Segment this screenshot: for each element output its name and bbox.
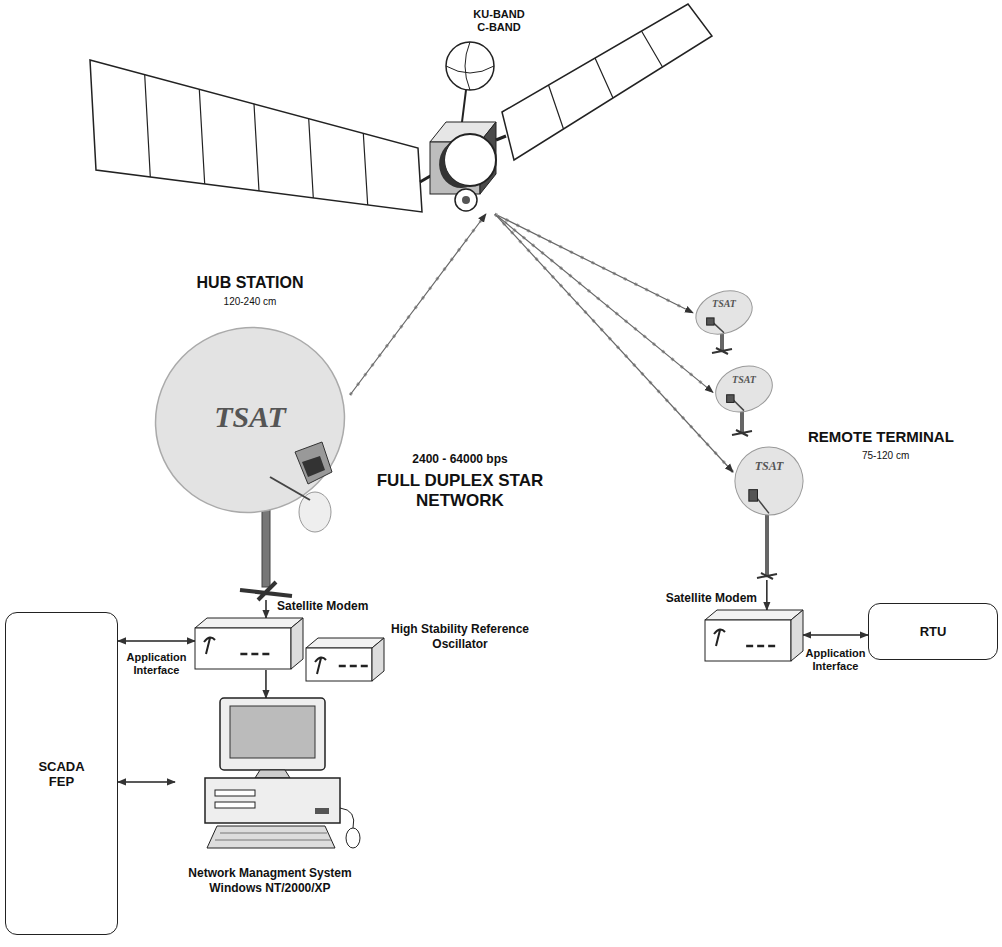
solar-panel-right: [502, 4, 712, 160]
dish-logo: TSAT: [733, 459, 805, 474]
network-title: FULL DUPLEX STAR NETWORK: [365, 471, 555, 511]
satellite-modem-shape: [195, 618, 303, 670]
scada-fep-box: SCADA FEP: [5, 612, 118, 935]
device-label: Satellite Modem: [666, 591, 757, 605]
satellite-antenna: [439, 42, 496, 211]
dish-logo: TSAT: [170, 400, 330, 434]
terminal-title: REMOTE TERMINAL: [808, 428, 954, 445]
box-label: SCADA FEP: [34, 759, 90, 789]
satellite-modem-shape: [705, 610, 803, 662]
satellite-link: [495, 214, 713, 392]
dish-logo: TSAT: [693, 298, 755, 309]
dish-size: 75-120 cm: [862, 450, 909, 461]
connector-arrow: [118, 640, 195, 642]
device-label: High Stability Reference Oscillator: [390, 622, 530, 652]
edge-label: Application Interface: [125, 651, 189, 677]
satellite-modem: Satellite Modem: [195, 618, 303, 670]
satellite-modem: Satellite Modem: [705, 610, 803, 662]
satellite-link: [495, 214, 733, 472]
satellite: KU-BAND C-BAND: [440, 4, 530, 214]
connector-arrow: [265, 670, 267, 698]
panel-boom: [496, 136, 506, 140]
box-label: RTU: [920, 624, 947, 639]
station-title: HUB STATION: [150, 274, 350, 292]
signal-packets: [350, 214, 486, 395]
data-rate: 2400 - 64000 bps: [365, 452, 555, 466]
band-label: KU-BAND C-BAND: [468, 8, 530, 34]
pc-caption: Network Managment System Windows NT/2000…: [175, 866, 365, 896]
reference-oscillator-shape: [306, 638, 384, 682]
remote-dish: TSAT: [693, 290, 755, 355]
hub-station-dish-shape: [150, 272, 350, 600]
signal-packets: [495, 214, 733, 472]
satellite-link: [495, 214, 693, 313]
remote-dish: TSAT: [713, 365, 775, 437]
edge-label: Application Interface: [804, 647, 868, 673]
signal-packets: [495, 214, 713, 392]
signal-packets: [495, 214, 693, 313]
dish-size: 120-240 cm: [150, 296, 350, 307]
connector-arrow: [803, 634, 868, 636]
rtu-box: RTU: [868, 603, 998, 660]
satellite-body: [430, 122, 496, 194]
hub-station-dish: HUB STATION 120-240 cm TSAT: [150, 272, 350, 600]
satellite-link: [350, 214, 486, 395]
remote-dish: TSAT: [733, 445, 805, 580]
connector-arrow: [118, 781, 175, 783]
connector-arrow: [766, 580, 768, 610]
device-label: Satellite Modem: [277, 599, 368, 613]
dish-logo: TSAT: [713, 374, 775, 385]
network-management-pc: Network Managment System Windows NT/2000…: [175, 698, 365, 900]
reference-oscillator: High Stability Reference Oscillator: [306, 638, 384, 682]
solar-panel-left: [90, 60, 422, 212]
connector-arrow: [265, 600, 267, 618]
